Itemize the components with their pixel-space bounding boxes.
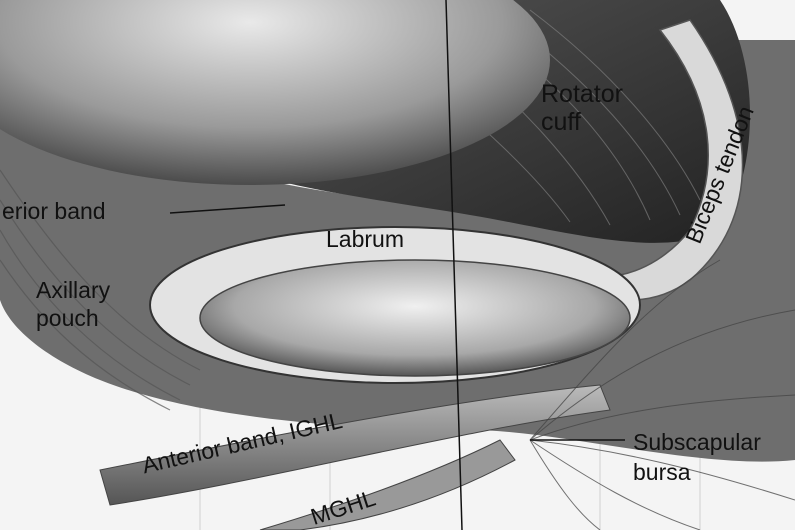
label-rotator-cuff-line1: Rotator: [541, 80, 623, 108]
glenoid-surface: [200, 260, 630, 376]
label-subscapular-bursa: Subscapular bursa: [633, 427, 761, 487]
label-axillary-pouch: Axillary pouch: [36, 276, 110, 332]
label-subscapular-line2: bursa: [633, 457, 761, 487]
label-axillary-line2: pouch: [36, 304, 110, 332]
label-subscapular-line1: Subscapular: [633, 427, 761, 457]
label-rotator-cuff-line2: cuff: [541, 108, 623, 136]
label-rotator-cuff: Rotator cuff: [541, 80, 623, 136]
label-labrum: Labrum: [326, 228, 404, 251]
label-anterior-band-upper: erior band: [2, 200, 106, 223]
label-axillary-line1: Axillary: [36, 276, 110, 304]
